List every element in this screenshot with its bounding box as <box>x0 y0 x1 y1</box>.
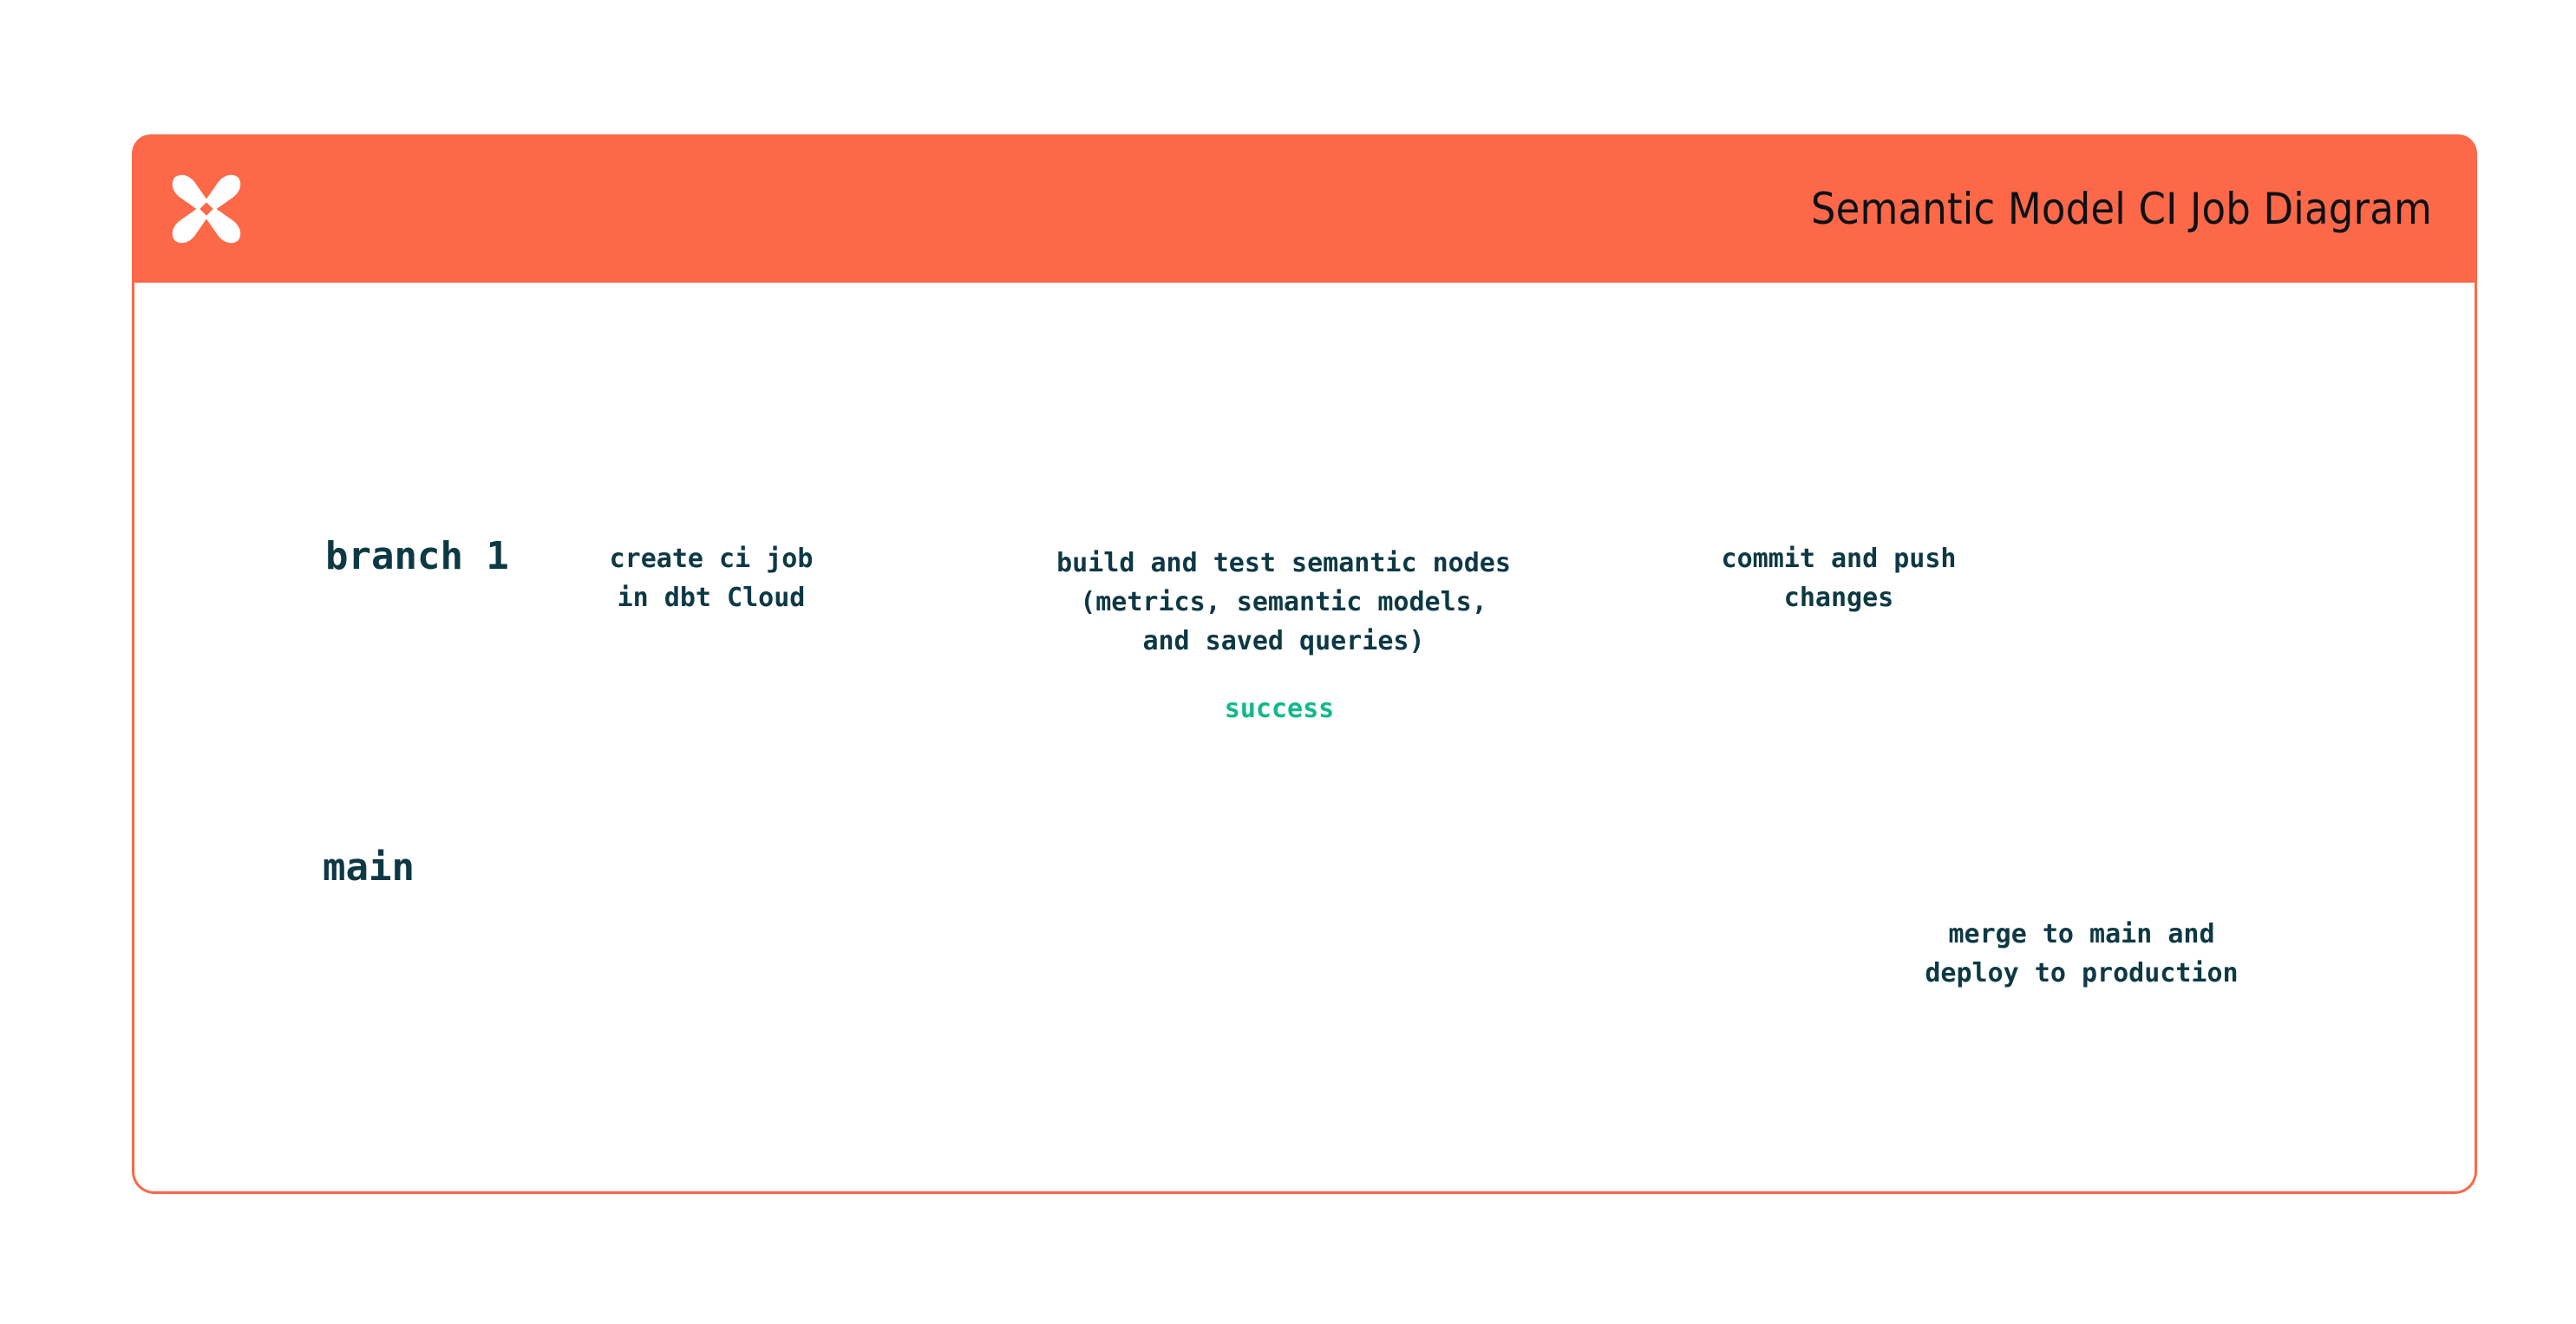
dbt-logo-icon <box>172 174 241 244</box>
caption-build-and-test: build and test semantic nodes (metrics, … <box>1056 548 1511 656</box>
caption-commit-and-push: commit and push changes <box>1721 544 1957 613</box>
caption-create-ci-job: create ci job in dbt Cloud <box>609 544 814 613</box>
caption-merge-to-main: merge to main and deploy to production <box>1925 919 2239 988</box>
card-header: Semantic Model CI Job Diagram <box>132 134 2477 284</box>
lane-label-branch-1: branch 1 <box>325 534 509 578</box>
card-body <box>132 283 2477 1194</box>
page-title: Semantic Model CI Job Diagram <box>1810 184 2432 234</box>
edge-label-success: success <box>1224 694 1335 724</box>
diagram-card: Semantic Model CI Job Diagram <box>132 134 2477 1194</box>
lane-label-main: main <box>323 845 415 890</box>
